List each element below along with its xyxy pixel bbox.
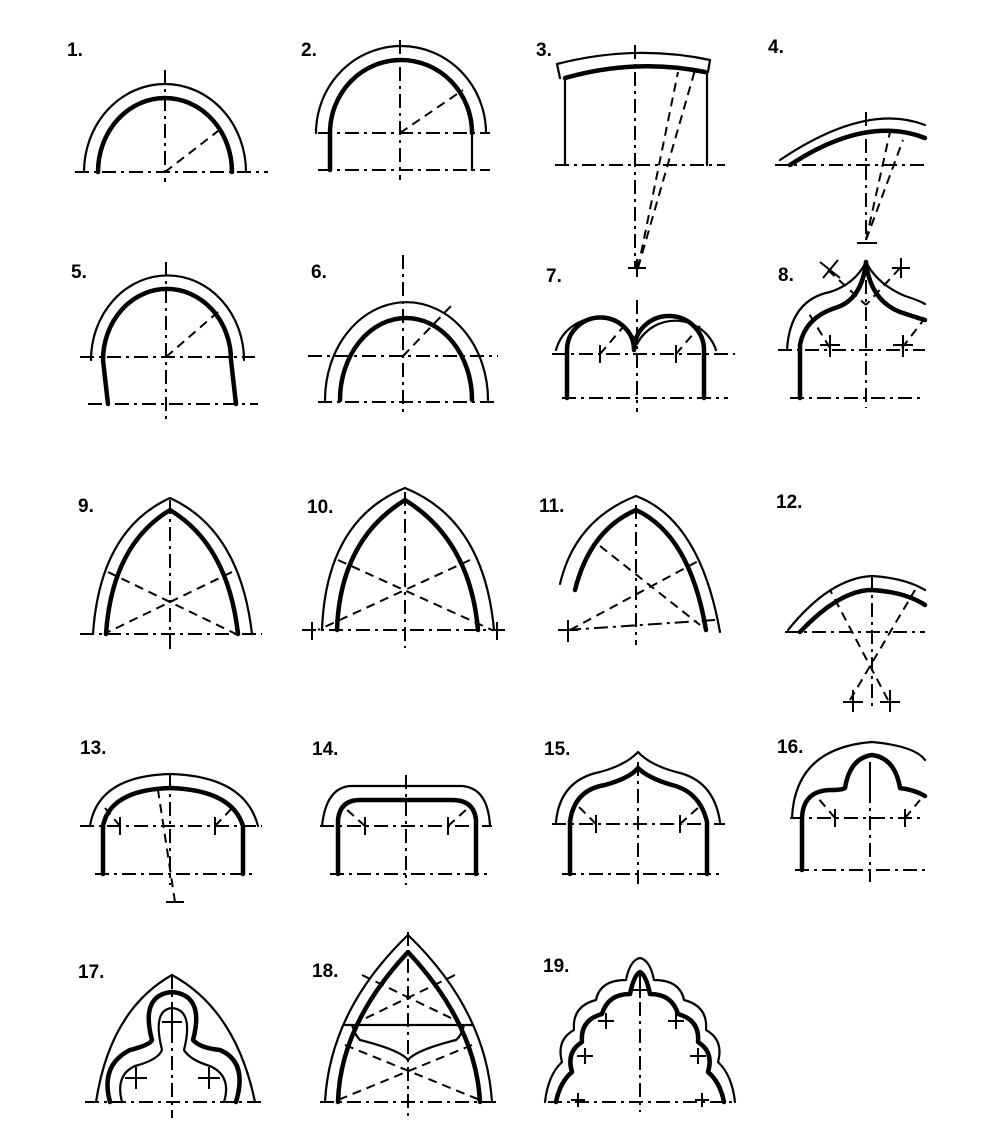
figure-3-segmental-arch: 3.	[536, 40, 725, 277]
figure-2-number: 2.	[301, 40, 317, 61]
figure-6-number: 6.	[311, 262, 327, 283]
figure-9-pointed-arch: 9.	[78, 496, 262, 652]
figure-15-tudor-arch: 15.	[544, 739, 725, 885]
figure-13-four-centred-arch: 13.	[80, 738, 262, 903]
figure-8-number: 8.	[778, 265, 794, 286]
figure-12-pointed-segmental-arch: 12.	[776, 492, 928, 712]
figure-7-number: 7.	[546, 266, 562, 287]
figure-16-number: 16.	[777, 737, 803, 758]
figure-17-pointed-trefoil-arch: 17.	[78, 962, 265, 1118]
figure-5-horseshoe-arch: 5.	[71, 262, 258, 420]
figure-13-number: 13.	[80, 738, 106, 759]
figure-10-lancet-arch: 10.	[302, 486, 505, 648]
figure-15-number: 15.	[544, 739, 570, 760]
figure-7-twin-arch: 7.	[546, 266, 735, 412]
figure-18-number: 18.	[312, 961, 338, 982]
figure-4-segmental-arch: 4.	[768, 37, 928, 244]
figure-11-number: 11.	[539, 496, 564, 517]
figure-2-stilted-arch: 2.	[301, 40, 490, 180]
figure-1-number: 1.	[67, 40, 83, 61]
figure-19-number: 19.	[543, 956, 569, 977]
figure-19-multifoil-arch: 19.	[543, 956, 737, 1112]
figure-14-number: 14.	[312, 739, 338, 760]
figure-10-number: 10.	[307, 497, 333, 518]
figure-4-number: 4.	[768, 37, 784, 58]
figure-9-number: 9.	[78, 496, 94, 517]
figure-17-number: 17.	[78, 962, 104, 983]
figure-8-ogee-arch: 8.	[778, 258, 928, 408]
figure-14-flat-arch: 14.	[312, 739, 492, 885]
figure-16-trefoil-arch: 16.	[777, 737, 928, 882]
figure-5-number: 5.	[71, 262, 87, 283]
figure-3-number: 3.	[536, 40, 552, 61]
figure-18-compound-pointed-arch: 18.	[312, 932, 500, 1118]
figure-12-number: 12.	[776, 492, 802, 513]
figure-6-horseshoe-arch: 6.	[308, 255, 498, 414]
figure-1-semicircular-arch: 1.	[67, 40, 268, 182]
figure-11-rampant-arch: 11.	[539, 494, 722, 645]
